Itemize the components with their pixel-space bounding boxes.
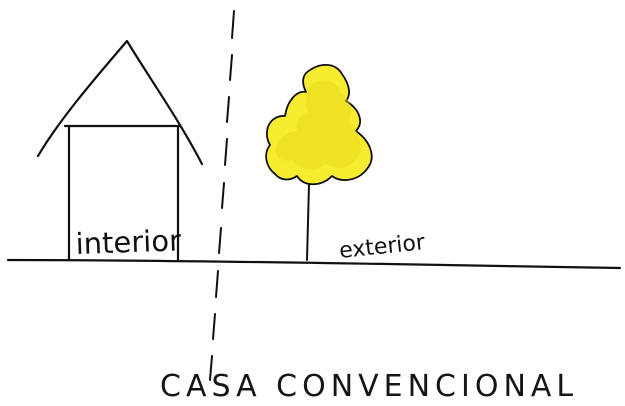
tree-trunk xyxy=(307,184,309,260)
page-caption: CASA CONVENCIONAL xyxy=(160,369,578,404)
dashed-divider xyxy=(210,11,234,380)
tree-icon xyxy=(266,65,372,260)
ground-line xyxy=(8,260,620,268)
exterior-label: exterior xyxy=(338,230,427,264)
interior-label: interior xyxy=(75,223,181,261)
